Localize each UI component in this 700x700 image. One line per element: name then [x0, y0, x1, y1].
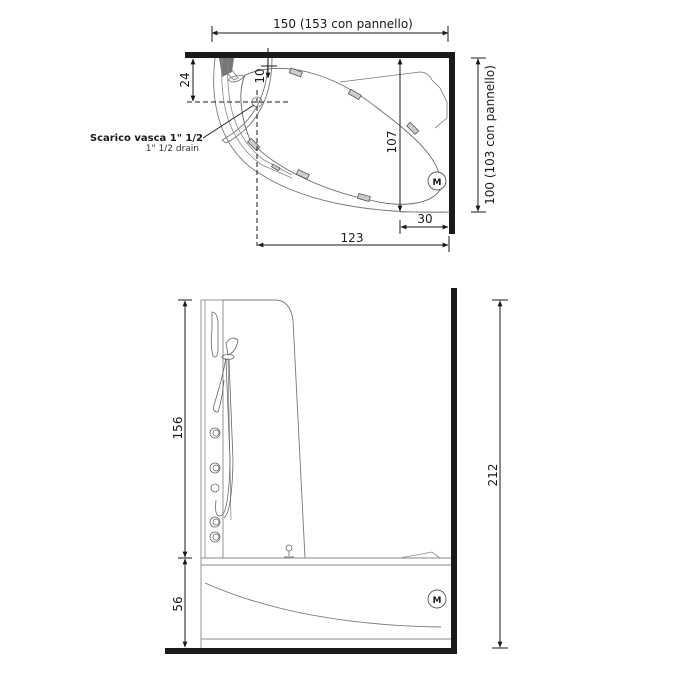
inner-depth-label: 107 [385, 131, 399, 154]
hand-shower-holder [210, 311, 219, 358]
motor-label: M [433, 178, 442, 188]
knob-icon[interactable] [209, 516, 221, 528]
elevation-side-wall [451, 288, 457, 654]
jet-icon [356, 193, 371, 202]
width-label: 150 (153 con pannello) [273, 17, 413, 31]
total-height-label: 212 [486, 464, 500, 487]
drain-note-italian: Scarico vasca 1" 1/2 [90, 133, 203, 144]
depth-label: 100 (103 con pannello) [483, 65, 497, 205]
tub-inner-basin [240, 67, 442, 205]
shower-column-block [219, 58, 234, 77]
knob-icon[interactable] [209, 427, 221, 439]
drain-leader-line [202, 104, 255, 139]
jet-icon [406, 121, 420, 135]
plan-back-wall [185, 52, 455, 58]
shower-height-label: 156 [171, 417, 185, 440]
jet-icon [247, 137, 261, 151]
headrest-outline [339, 71, 448, 129]
shower-screen-outer [221, 57, 269, 141]
jet-icon [347, 88, 362, 101]
tub-outer-outline [213, 57, 451, 213]
offset-right-label: 30 [417, 212, 432, 226]
drain-distance-label: 123 [341, 231, 364, 245]
drain-icon [251, 96, 263, 108]
shower-screen-inner [225, 57, 273, 144]
elevation-view: M 156 56 212 [165, 288, 508, 654]
knob-icon[interactable] [209, 531, 221, 543]
drain-offset-label: 10 [253, 68, 267, 83]
headrest-elevation [399, 551, 441, 559]
hand-shower-head-icon [225, 337, 239, 356]
jet-icon [270, 163, 281, 172]
motor-icon [427, 171, 447, 191]
shower-hose [215, 359, 231, 517]
knob-icon[interactable] [209, 462, 221, 474]
plan-view: 150 (153 con pannello) M [90, 17, 497, 252]
tub-curve [204, 582, 442, 628]
drain-from-wall-label: 24 [178, 72, 192, 87]
jet-icon [295, 169, 310, 180]
overflow-fitting-icon [284, 544, 294, 558]
motor-icon [427, 589, 447, 609]
tub-height-label: 56 [171, 596, 185, 611]
drain-note-english: 1" 1/2 drain [146, 144, 199, 154]
faucet-icon [227, 75, 245, 83]
jet-icon [288, 67, 303, 78]
plan-side-wall [449, 52, 455, 234]
glass-screen [223, 299, 306, 559]
diverter-icon [210, 483, 220, 493]
floor [165, 648, 457, 654]
control-knobs [209, 427, 221, 543]
motor-label: M [433, 596, 442, 606]
